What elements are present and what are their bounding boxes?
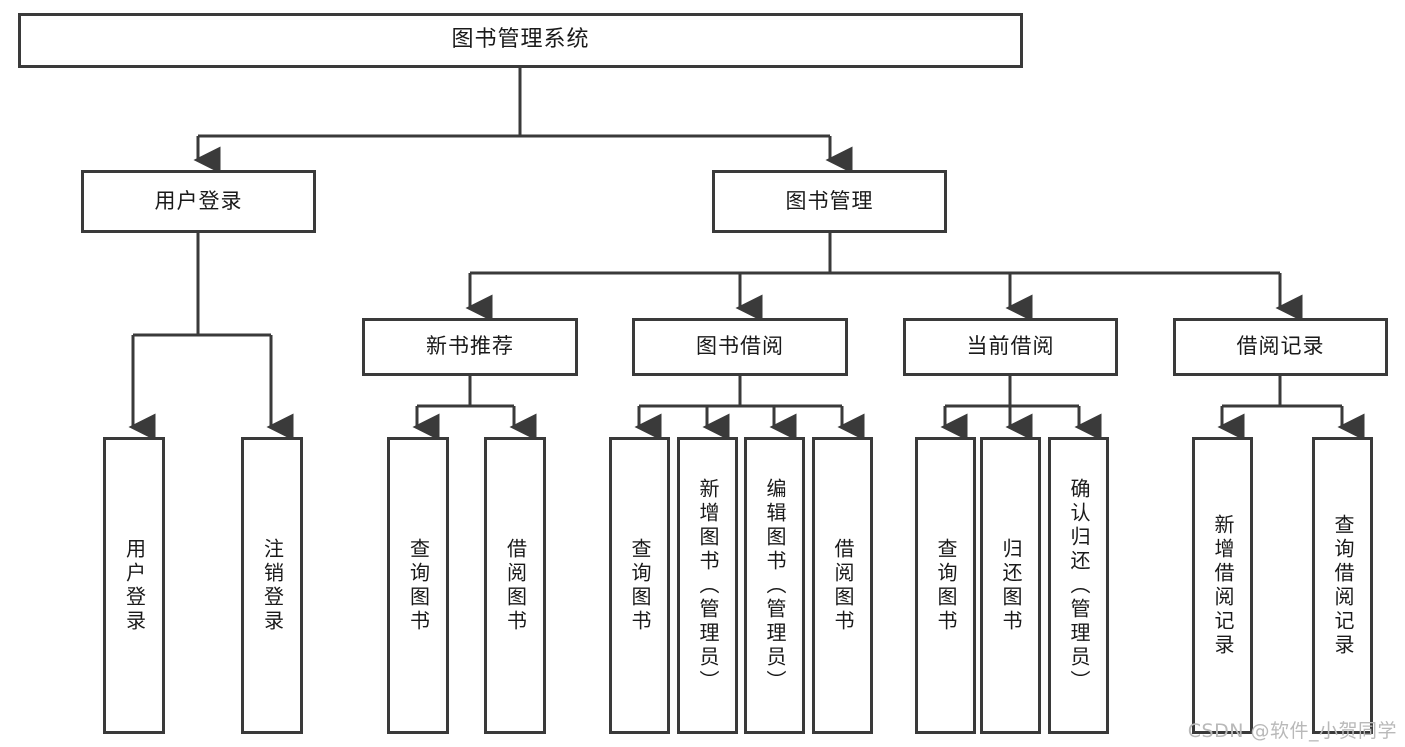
node-label: 归还图书 bbox=[999, 537, 1023, 634]
leaf-book-borrow-edit-book-admin[interactable]: 编辑图书（管理员） bbox=[744, 437, 805, 734]
leaf-user-login-login[interactable]: 用户登录 bbox=[103, 437, 165, 734]
leaf-borrow-record-query-record[interactable]: 查询借阅记录 bbox=[1312, 437, 1373, 734]
leaf-current-borrow-confirm-return-admin[interactable]: 确认归还（管理员） bbox=[1048, 437, 1109, 734]
node-label: 查询图书 bbox=[406, 537, 431, 634]
leaf-book-borrow-add-book-admin[interactable]: 新增图书（管理员） bbox=[677, 437, 738, 734]
leaf-current-borrow-query-book[interactable]: 查询图书 bbox=[915, 437, 976, 734]
leaf-new-book-borrow-book[interactable]: 借阅图书 bbox=[484, 437, 546, 734]
leaf-current-borrow-return-book[interactable]: 归还图书 bbox=[980, 437, 1041, 734]
node-label: 新增借阅记录 bbox=[1211, 513, 1235, 658]
node-label: 查询图书 bbox=[628, 537, 652, 634]
node-new-book-recommend[interactable]: 新书推荐 bbox=[362, 318, 578, 376]
node-label: 新增图书（管理员） bbox=[696, 477, 720, 694]
node-label: 当前借阅 bbox=[966, 334, 1055, 359]
node-label: 注销登录 bbox=[260, 537, 285, 634]
node-root-book-management-system[interactable]: 图书管理系统 bbox=[18, 13, 1023, 68]
node-label: 图书借阅 bbox=[696, 334, 784, 359]
node-label: 确认归还（管理员） bbox=[1067, 477, 1091, 694]
leaf-book-borrow-query-book[interactable]: 查询图书 bbox=[609, 437, 670, 734]
node-label: 查询图书 bbox=[934, 537, 958, 634]
csdn-watermark: CSDN @软件_小贺同学 bbox=[1187, 720, 1397, 742]
node-current-borrow[interactable]: 当前借阅 bbox=[903, 318, 1118, 376]
node-label: 编辑图书（管理员） bbox=[763, 477, 787, 694]
node-label: 图书管理 bbox=[785, 188, 874, 213]
node-label: 借阅记录 bbox=[1236, 334, 1325, 359]
node-borrow-record[interactable]: 借阅记录 bbox=[1173, 318, 1388, 376]
node-label: 图书管理系统 bbox=[451, 27, 590, 53]
node-book-management[interactable]: 图书管理 bbox=[712, 170, 947, 233]
node-label: 新书推荐 bbox=[426, 334, 514, 359]
node-user-login[interactable]: 用户登录 bbox=[81, 170, 316, 233]
leaf-new-book-query-book[interactable]: 查询图书 bbox=[387, 437, 449, 734]
node-label: 借阅图书 bbox=[831, 537, 855, 634]
node-label: 用户登录 bbox=[154, 188, 243, 213]
node-label: 查询借阅记录 bbox=[1331, 513, 1355, 658]
leaf-book-borrow-borrow-book[interactable]: 借阅图书 bbox=[812, 437, 873, 734]
leaf-user-login-logout[interactable]: 注销登录 bbox=[241, 437, 303, 734]
node-label: 借阅图书 bbox=[503, 537, 528, 634]
node-label: 用户登录 bbox=[122, 537, 147, 634]
node-book-borrow[interactable]: 图书借阅 bbox=[632, 318, 848, 376]
leaf-borrow-record-add-record[interactable]: 新增借阅记录 bbox=[1192, 437, 1253, 734]
